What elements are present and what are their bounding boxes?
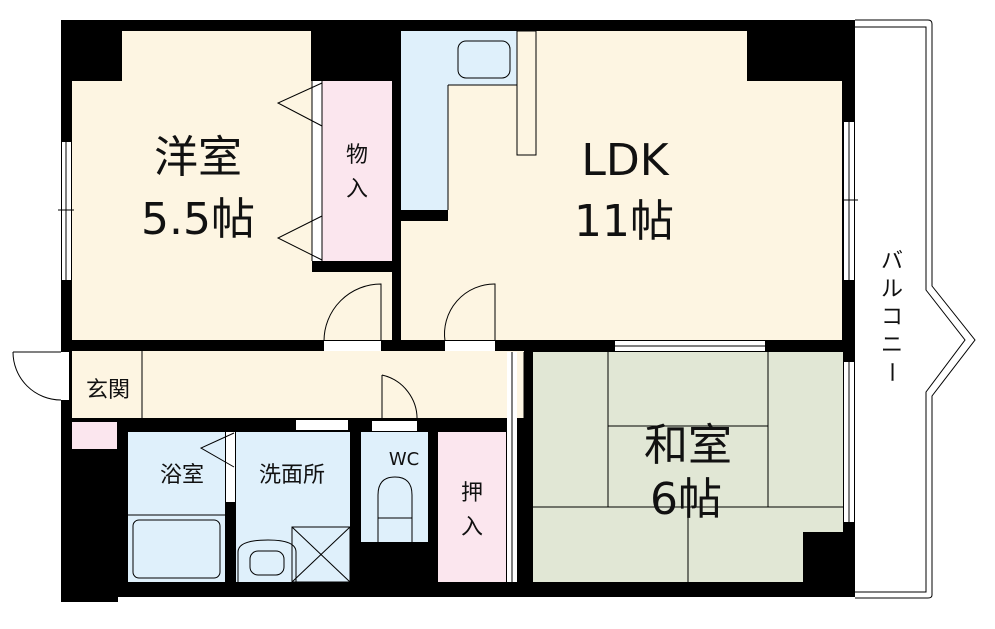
- bathroom-label: 浴室: [160, 463, 204, 488]
- hallway: [72, 351, 524, 418]
- door: [444, 283, 496, 342]
- ldk-size: 11帖: [574, 196, 674, 247]
- balcony-char-1: バ: [881, 249, 903, 274]
- washbasin-icon: [237, 539, 297, 582]
- ldk-room: [401, 31, 782, 340]
- entrance-door: [12, 351, 62, 401]
- western-room-name: 洋室: [154, 132, 242, 183]
- door: [381, 374, 418, 422]
- bathroom: [128, 432, 225, 582]
- sink-icon: [457, 40, 511, 79]
- ldk-name: LDK: [581, 135, 669, 186]
- washroom: [236, 432, 350, 582]
- japanese-room-size: 6帖: [650, 474, 722, 525]
- bathtub-icon: [132, 519, 221, 579]
- balcony-char-5: ー: [878, 361, 903, 383]
- washroom-label: 洗面所: [259, 463, 325, 488]
- balcony-char-3: コ: [881, 305, 903, 330]
- western-room: [72, 31, 312, 340]
- closet-label-1: 物: [346, 143, 368, 168]
- toilet-room: [361, 432, 428, 542]
- entrance-label: 玄関: [86, 378, 130, 403]
- oshiire: [438, 432, 506, 582]
- balcony-char-4: ニ: [881, 333, 903, 358]
- toilet-icon: [377, 476, 413, 542]
- storage-closet: [322, 81, 392, 261]
- japanese-room-name: 和室: [644, 420, 732, 471]
- oshiire-label-1: 押: [461, 481, 483, 506]
- western-room-size: 5.5帖: [141, 194, 255, 245]
- washer-space: [291, 526, 351, 583]
- oshiire-label-2: 入: [461, 515, 483, 540]
- closet-label-2: 入: [346, 177, 368, 202]
- wc-label: WC: [389, 449, 419, 470]
- shoe-box: [72, 422, 117, 449]
- kitchen: [401, 31, 517, 210]
- balcony: [855, 19, 976, 599]
- balcony-char-2: ル: [881, 277, 903, 302]
- door: [323, 283, 382, 342]
